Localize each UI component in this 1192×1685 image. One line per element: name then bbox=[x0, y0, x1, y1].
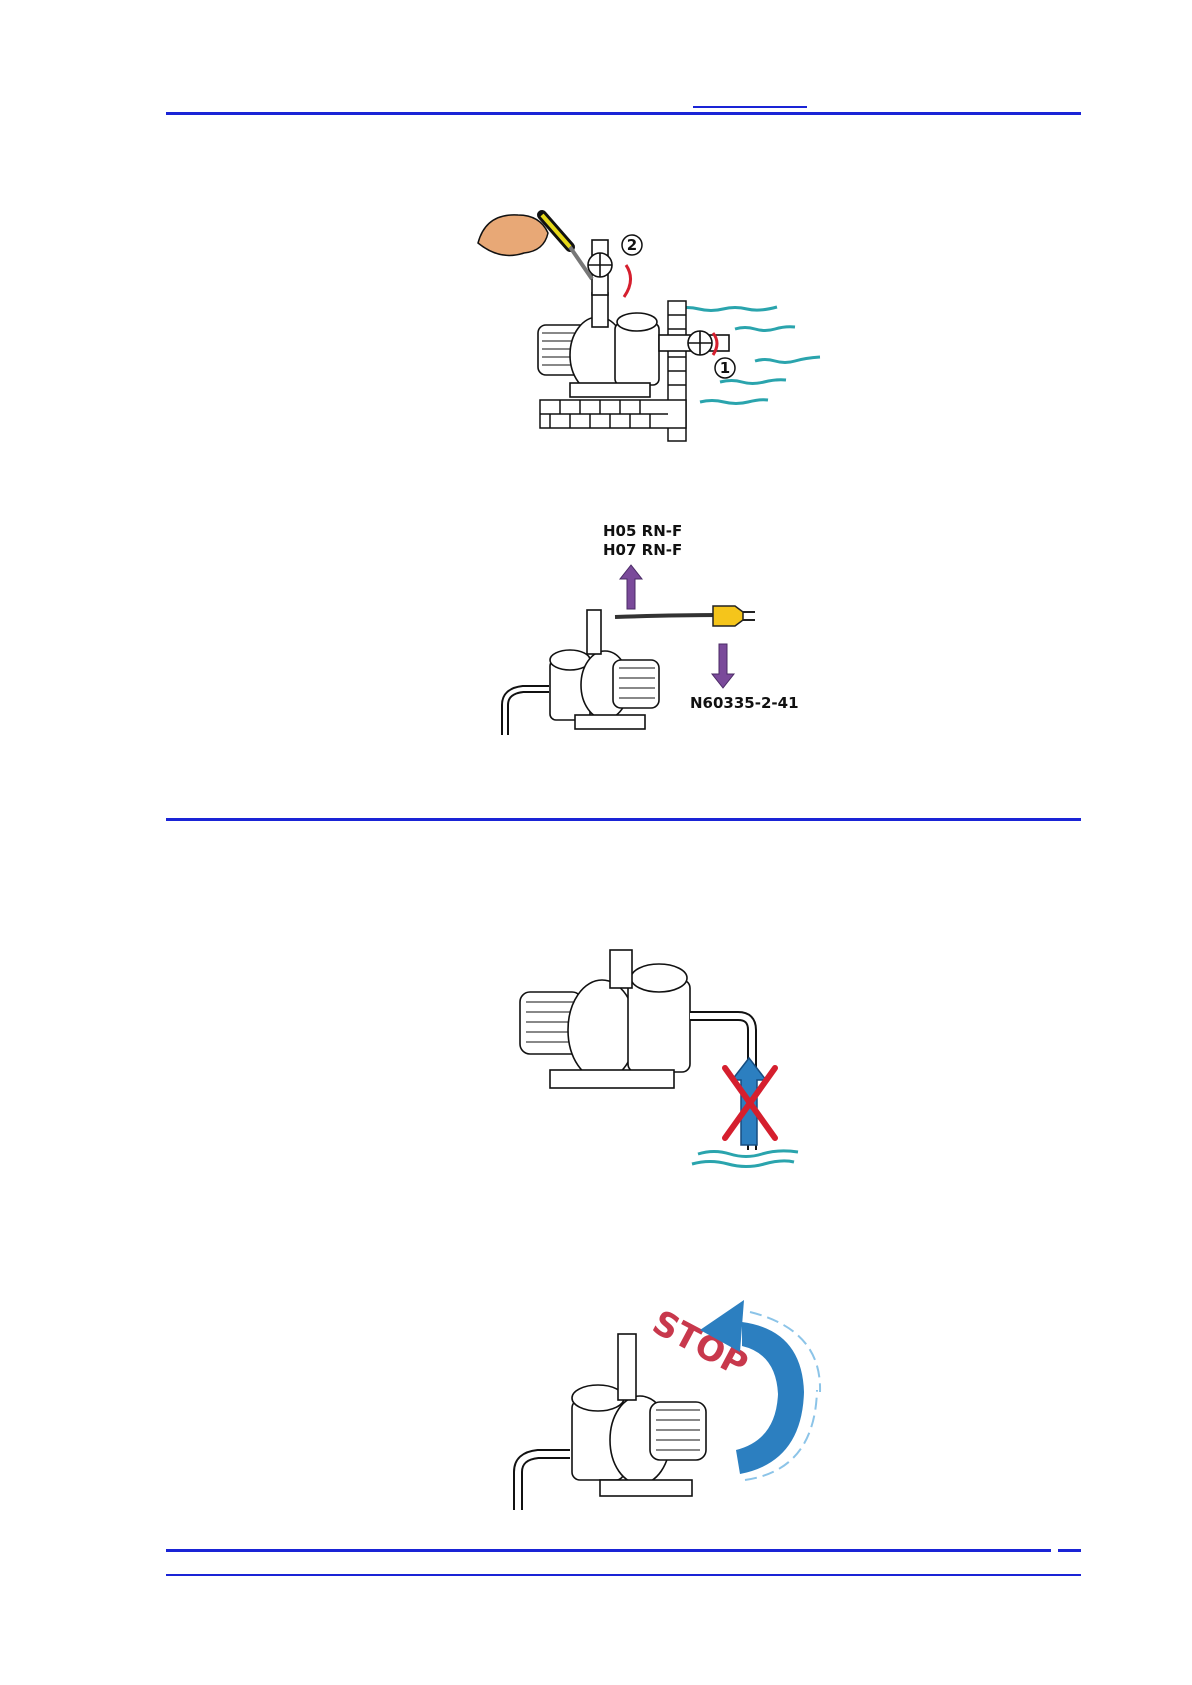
water-icon bbox=[692, 1151, 798, 1167]
header-rule bbox=[166, 112, 1081, 115]
cable-type-line1: H05 RN-F bbox=[603, 522, 682, 540]
pump-icon bbox=[505, 610, 659, 735]
pump-icon bbox=[520, 950, 752, 1150]
footer-rule-upper bbox=[166, 1549, 1051, 1552]
figure-cable: H05 RN-F H07 RN-F N60335-2-41 bbox=[495, 520, 825, 745]
callout-2: 2 bbox=[627, 236, 637, 254]
header-tab-mark bbox=[693, 106, 807, 108]
figure-priming bbox=[520, 950, 810, 1180]
arrow-down-icon bbox=[712, 644, 734, 688]
standard-label: N60335-2-41 bbox=[690, 694, 799, 712]
rotation-arrow-icon bbox=[700, 1300, 820, 1480]
pump-icon bbox=[518, 1334, 706, 1510]
cable-type-line2: H07 RN-F bbox=[603, 541, 682, 559]
footer-rule-lower bbox=[166, 1574, 1081, 1576]
arrow-up-icon bbox=[620, 565, 642, 609]
plug-icon bbox=[713, 606, 755, 626]
figure-valves: 2 1 bbox=[480, 205, 820, 440]
hand-screwdriver-icon bbox=[478, 215, 592, 279]
footer-page-mark bbox=[1058, 1549, 1081, 1552]
section-rule bbox=[166, 818, 1081, 821]
callout-1: 1 bbox=[720, 359, 730, 377]
figure-rotation: STOP bbox=[510, 1290, 840, 1520]
